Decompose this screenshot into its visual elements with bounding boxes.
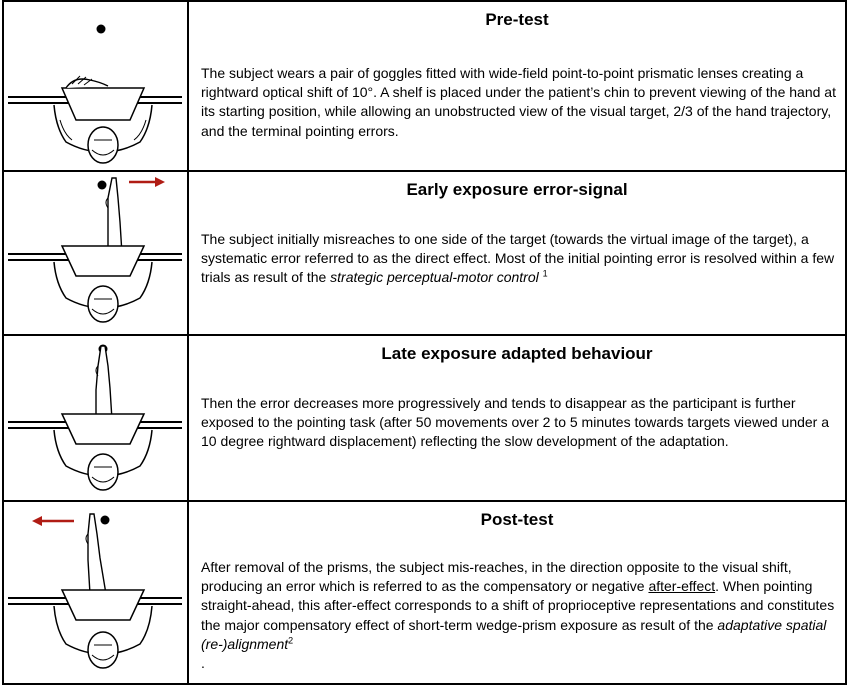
trailing-period: . (201, 655, 205, 672)
underlined-text: after-effect (648, 578, 716, 595)
subject-figure-icon (8, 24, 182, 164)
error-arrow-icon (32, 516, 74, 526)
row-title: Post-test (480, 510, 554, 529)
emphasis-text: adaptative spatial (re-)alignment (201, 616, 827, 652)
figure-cell (4, 2, 189, 170)
figure-cell (4, 502, 189, 685)
row-title: Early exposure error-signal (406, 180, 628, 199)
target-dot-icon (100, 515, 110, 525)
text-cell: Pre-test The subject wears a pair of gog… (189, 2, 845, 170)
subject-figure-icon (8, 177, 182, 323)
row-description: Then the error decreases more progressiv… (201, 394, 837, 452)
figure-cell (4, 172, 189, 334)
subject-figure-icon (8, 513, 182, 669)
description-text: The subject wears a pair of goggles fitt… (201, 65, 836, 139)
text-cell: Post-test After removal of the prisms, t… (189, 502, 845, 685)
row-title: Late exposure adapted behaviour (381, 344, 653, 363)
description-text: The subject initially misreaches to one … (201, 231, 835, 286)
row-description: After removal of the prisms, the subject… (201, 558, 837, 673)
footnote-ref: 1 (542, 268, 548, 279)
description-text: After removal of the prisms, the subject… (201, 559, 792, 595)
row-title: Pre-test (485, 10, 549, 29)
row-description: The subject wears a pair of goggles fitt… (201, 64, 837, 141)
error-arrow-icon (129, 177, 165, 187)
subject-figure-icon (8, 344, 182, 491)
description-text: . When pointing straight-ahead, this aft… (201, 578, 835, 633)
target-dot-icon (96, 24, 106, 34)
row-post-test: Post-test After removal of the prisms, t… (4, 502, 845, 685)
emphasis-text: strategic perceptual-motor control (330, 269, 539, 286)
description-text: Then the error decreases more progressiv… (201, 395, 830, 450)
row-late-exposure: Late exposure adapted behaviour Then the… (4, 336, 845, 502)
target-dot-icon (97, 180, 107, 190)
footnote-ref: 2 (288, 635, 294, 646)
row-pre-test: Pre-test The subject wears a pair of gog… (4, 2, 845, 172)
row-early-exposure: Early exposure error-signal The subject … (4, 172, 845, 336)
text-cell: Late exposure adapted behaviour Then the… (189, 336, 845, 500)
row-description: The subject initially misreaches to one … (201, 230, 837, 288)
text-cell: Early exposure error-signal The subject … (189, 172, 845, 334)
figure-cell (4, 336, 189, 500)
